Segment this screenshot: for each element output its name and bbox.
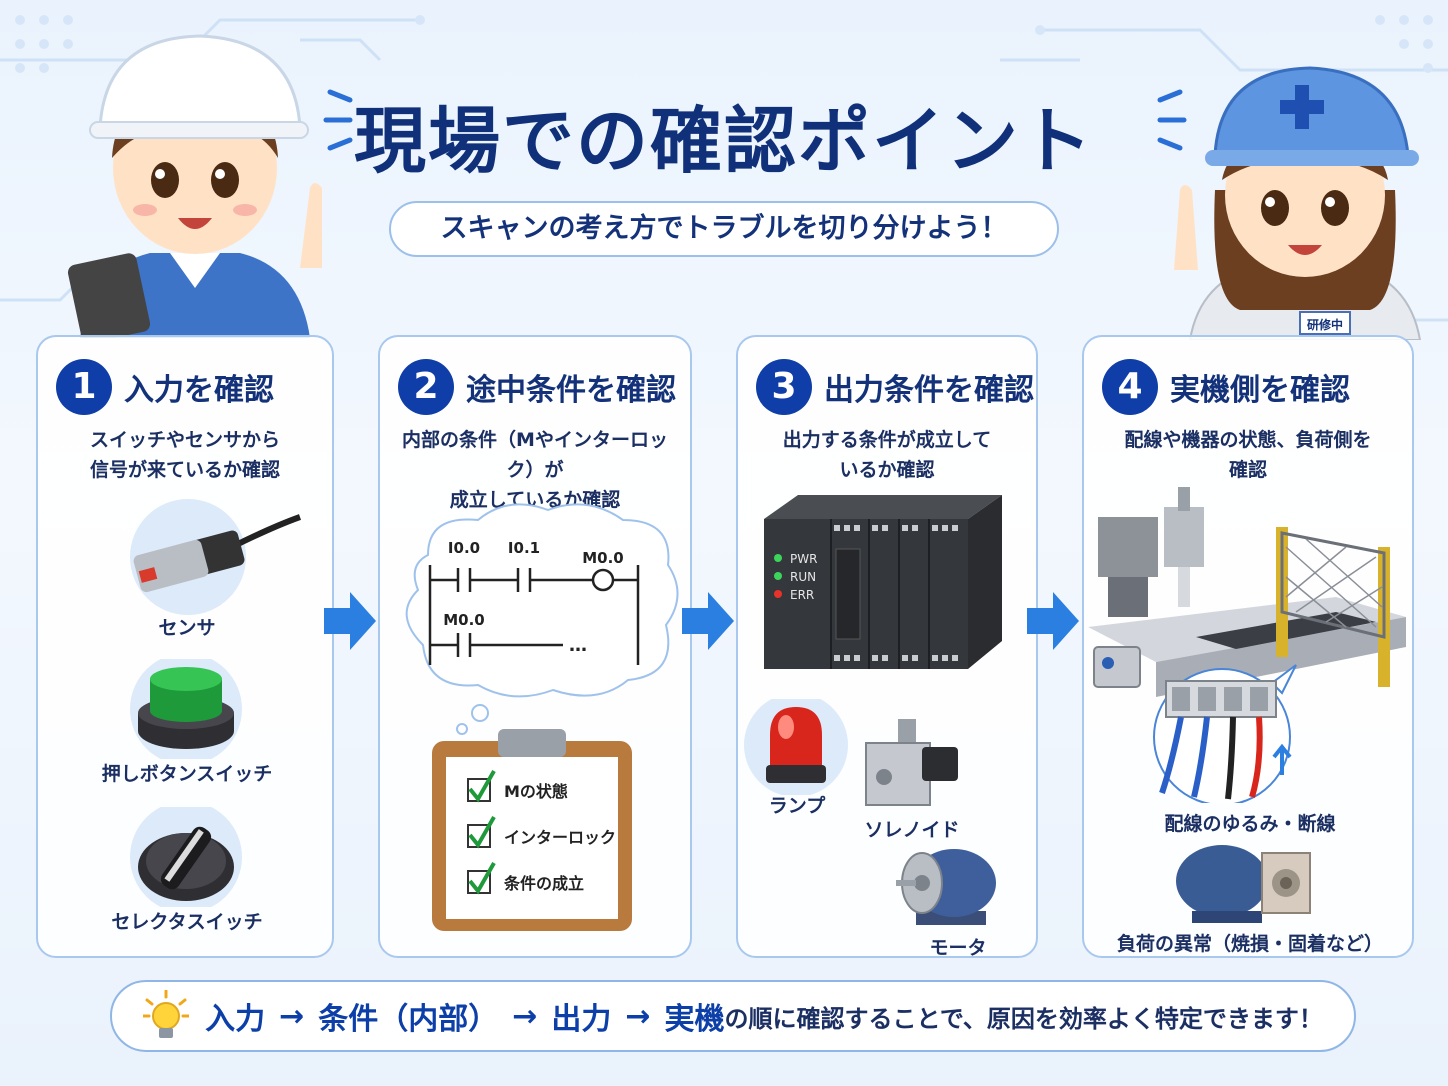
worker-girl-illustration: 研修中 (1174, 66, 1422, 340)
summary-step: 入力 (205, 1002, 266, 1037)
subtitle-banner: スキャンの考え方でトラブルを切り分けよう！ (389, 201, 1059, 257)
ladder-coil-label: M0.0 (582, 549, 624, 567)
sensor-icon (130, 499, 302, 615)
trainee-badge: 研修中 (1307, 317, 1343, 332)
plc-unit-icon: PWR RUN ERR (764, 495, 1002, 669)
panel-title: 入力を確認 (124, 373, 274, 408)
summary-arrow: → (279, 998, 305, 1034)
worker-boy-illustration (67, 34, 322, 338)
checklist-item: インターロック (504, 828, 616, 847)
summary-step: 出力 (551, 1002, 612, 1037)
summary-banner: 入力 → 条件（内部） → 出力 → 実機 の順に確認することで、原因を効率よく… (110, 980, 1356, 1052)
push-button-icon (130, 659, 242, 759)
flow-arrow-icon (682, 592, 734, 650)
clipboard-checklist-icon: Mの状態 インターロック 条件の成立 (432, 729, 632, 931)
item-label: 負荷の異常（焼損・固着など） (1116, 933, 1383, 955)
solenoid-icon (865, 719, 958, 806)
summary-arrow: → (625, 998, 651, 1034)
ladder-contact-label: I0.0 (448, 539, 480, 557)
item-label: セレクタスイッチ (111, 911, 263, 933)
load-gear-motor-icon (1176, 845, 1311, 923)
wiring-terminal-icon (1153, 664, 1297, 803)
summary-step: 条件（内部） (318, 1002, 499, 1037)
desc-line: 内部の条件（Mやインターロック）が (402, 429, 668, 481)
step-number: 3 (756, 359, 812, 415)
desc-line: 確認 (1228, 459, 1267, 481)
plc-led-label: RUN (790, 570, 816, 584)
plc-led-label: ERR (790, 588, 814, 602)
lamp-icon (744, 699, 848, 795)
panel-output: 3 出力条件を確認 出力する条件が成立して いるか確認 PWR RUN ERR (736, 335, 1038, 959)
panel-title: 途中条件を確認 (466, 373, 676, 408)
panel-title: 出力条件を確認 (824, 373, 1034, 408)
summary-step: 実機 (664, 1002, 725, 1037)
selector-switch-icon (130, 807, 242, 907)
panel-title: 実機側を確認 (1170, 373, 1350, 408)
panel-input: 1 入力を確認 スイッチやセンサから 信号が来ているか確認 センサ 押しボタンス… (36, 335, 334, 958)
summary-arrow: → (512, 998, 538, 1034)
panel-machine: 4 実機側を確認 配線や機器の状態、負荷側を 確認 (1082, 335, 1414, 958)
panel-condition: 2 途中条件を確認 内部の条件（Mやインターロック）が 成立しているか確認 I0… (378, 335, 692, 958)
flow-arrow-icon (324, 592, 376, 650)
plc-led-label: PWR (790, 552, 817, 566)
page-title: 現場での確認ポイント (353, 99, 1094, 183)
desc-line: 信号が来ているか確認 (89, 459, 280, 481)
panel-description: 内部の条件（Mやインターロック）が 成立しているか確認 (390, 425, 680, 515)
desc-line: いるか確認 (839, 459, 935, 481)
item-label: 配線のゆるみ・断線 (1164, 813, 1336, 835)
item-label: モータ (929, 937, 987, 959)
step-number: 4 (1102, 359, 1158, 415)
ladder-contact-label: I0.1 (508, 539, 540, 557)
step-number: 1 (56, 359, 112, 415)
step-number: 2 (398, 359, 454, 415)
item-label: ランプ (768, 795, 826, 817)
panel-description: 配線や機器の状態、負荷側を 確認 (1094, 425, 1402, 485)
panel-description: 出力する条件が成立して いるか確認 (748, 425, 1026, 485)
flow-arrow-icon (1027, 592, 1079, 650)
ladder-continuation: … (569, 635, 587, 656)
desc-line: 配線や機器の状態、負荷側を (1124, 429, 1372, 451)
lightbulb-icon (143, 990, 190, 1038)
summary-text: の順に確認することで、原因を効率よく特定できます！ (724, 1004, 1323, 1033)
checklist-item: 条件の成立 (503, 874, 584, 893)
motor-icon (896, 849, 996, 925)
checklist-item: Mの状態 (504, 782, 568, 801)
item-label: センサ (158, 617, 216, 639)
ladder-contact-label: M0.0 (443, 611, 485, 629)
ladder-diagram-cloud: I0.0 I0.1 M0.0 M0.0 … (405, 503, 679, 735)
item-label: 押しボタンスイッチ (101, 763, 273, 785)
desc-line: 出力する条件が成立して (782, 429, 992, 451)
item-label: ソレノイド (864, 819, 960, 841)
desc-line: スイッチやセンサから (89, 429, 280, 451)
panel-description: スイッチやセンサから 信号が来ているか確認 (48, 425, 322, 485)
